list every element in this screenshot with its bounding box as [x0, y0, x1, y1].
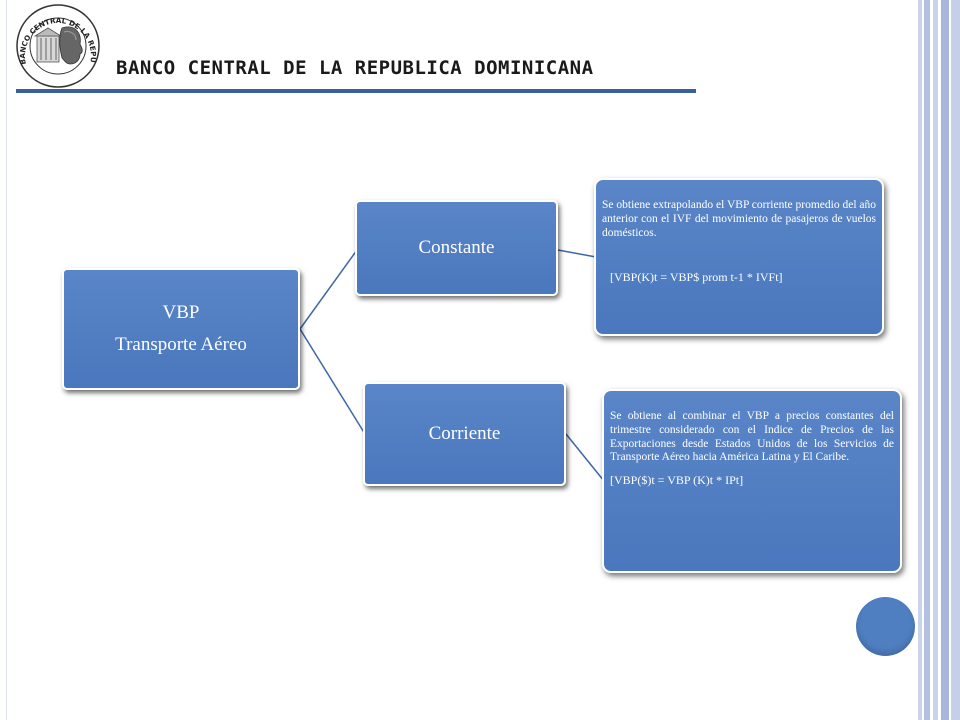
node-constante-label: Constante — [418, 237, 495, 258]
decorative-stripe — [933, 0, 938, 720]
header-underline — [16, 89, 696, 93]
connector-constante-note — [557, 249, 597, 258]
decorative-stripe — [918, 0, 922, 720]
note-corriente-description: Se obtiene al combinar el VBP a precios … — [610, 410, 894, 464]
connector-root-constante — [299, 249, 358, 330]
node-corriente: Corriente — [363, 382, 566, 486]
decorative-stripe — [951, 0, 960, 720]
bank-seal-logo: BANCO CENTRAL DE LA REPUBLICA DOMINICANA — [12, 0, 100, 88]
node-vbp-line2: Transporte Aéreo — [115, 334, 247, 355]
connector-corriente-note — [565, 433, 605, 482]
left-border-line — [6, 0, 7, 720]
note-constante: Se obtiene extrapolando el VBP corriente… — [594, 178, 884, 336]
node-vbp-line1: VBP — [162, 301, 200, 323]
node-constante: Constante — [355, 200, 558, 296]
decorative-stripe — [941, 0, 949, 720]
note-constante-description: Se obtiene extrapolando el VBP corriente… — [602, 199, 877, 239]
node-vbp-transporte-aereo: VBP Transporte Aéreo — [62, 268, 300, 390]
note-corriente: Se obtiene al combinar el VBP a precios … — [602, 389, 902, 573]
decorative-stripe — [924, 0, 930, 720]
note-corriente-formula: [VBP($)t = VBP (K)t * IPt] — [610, 473, 744, 488]
note-constante-formula: [VBP(K)t = VBP$ prom t-1 * IVFt] — [610, 270, 783, 285]
page-title: BANCO CENTRAL DE LA REPUBLICA DOMINICANA — [116, 57, 594, 79]
node-corriente-label: Corriente — [428, 423, 501, 444]
connector-root-corriente — [299, 328, 366, 435]
decorative-circle — [856, 597, 915, 656]
